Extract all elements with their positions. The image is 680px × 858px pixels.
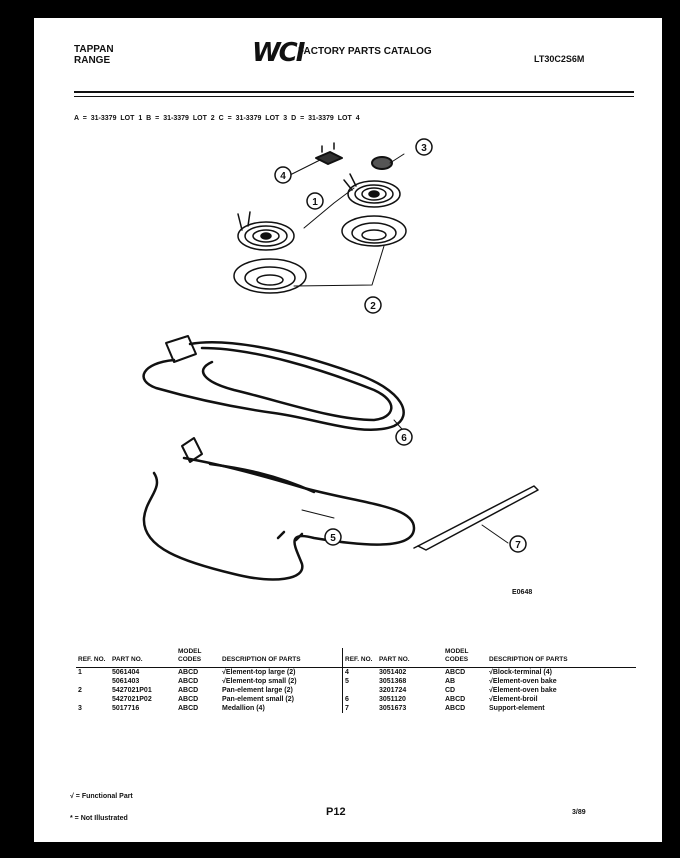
note-not-illustrated: * = Not Illustrated (70, 815, 128, 822)
medallion-drawing (371, 156, 393, 170)
left-ref-cell: 3 (78, 705, 82, 712)
header-description-right: DESCRIPTION OF PARTS (487, 648, 636, 668)
header-description: DESCRIPTION OF PARTS (220, 648, 343, 668)
revision-date: 3/89 (572, 809, 586, 816)
right-desc-cell: √Block-terminal (4) (489, 669, 552, 676)
callout-4: 4 (274, 166, 292, 184)
right-ref-cell: 6 (342, 695, 377, 704)
header-ref-no: REF. NO. (76, 648, 110, 668)
header-part-no-right: PART NO. (377, 648, 443, 668)
right-part-cell: 3051368 (379, 678, 407, 685)
right-ref-cell (342, 686, 377, 695)
left-desc-cell: √Element-top large (2) (222, 669, 296, 676)
right-codes-cell: ABCD (445, 696, 466, 703)
right-part-cell: 3051120 (379, 696, 406, 703)
callout-5-label: 5 (330, 533, 336, 544)
callout-3-label: 3 (421, 143, 427, 154)
table-row: 2 5427021P01 ABCD Pan-element large (2) 3201… (76, 686, 636, 695)
right-desc-cell: Support-element (489, 705, 545, 712)
left-ref-cell (76, 695, 110, 704)
right-ref-cell: 5 (342, 677, 377, 686)
right-codes-cell: ABCD (445, 669, 466, 676)
parts-table-header: REF. NO. PART NO. MODEL CODES DESCRIPTIO… (76, 648, 636, 668)
left-desc-cell: Pan-element small (2) (222, 696, 294, 703)
catalog-title: FACTORY PARTS CATALOG (298, 46, 432, 57)
header-model-codes: MODEL CODES (176, 648, 220, 668)
callout-3: 3 (415, 138, 433, 156)
drip-pan-right-drawing (341, 215, 407, 247)
element-top-large-drawing (237, 211, 295, 251)
callout-1-label: 1 (312, 197, 318, 208)
model-code-legend: A = 31-3379 LOT 1 B = 31-3379 LOT 2 C = … (74, 115, 360, 122)
callout-7: 7 (509, 535, 527, 553)
left-part-cell: 5427021P01 (112, 687, 152, 694)
brand-line-2: RANGE (74, 55, 111, 66)
model-number: LT30C2S6M (534, 54, 585, 64)
callout-2-bottom: 2 (364, 296, 382, 314)
left-ref-cell (76, 677, 110, 686)
left-part-cell: 5427021P02 (112, 696, 152, 703)
callout-1: 1 (306, 192, 324, 210)
right-ref-cell: 4 (342, 667, 377, 677)
notes: √ = Functional Part * = Not Illustrated (70, 786, 133, 830)
terminal-block-drawing (315, 142, 343, 165)
right-codes-cell: CD (445, 687, 456, 694)
left-desc-cell: Medallion (4) (222, 705, 265, 712)
right-part-cell: 3201724 (379, 687, 407, 694)
catalog-page: TAPPAN RANGE WCI FACTORY PARTS CATALOG L… (34, 18, 662, 842)
bake-element-drawing (142, 335, 405, 431)
right-part-cell: 3051673 (379, 705, 407, 712)
brand-label: TAPPAN RANGE (74, 44, 114, 66)
element-top-small-drawing (343, 173, 401, 208)
left-part-cell: 5061404 (112, 669, 140, 676)
figure-code: E0648 (512, 589, 533, 596)
note-functional-part: √ = Functional Part (70, 793, 133, 800)
drip-pan-left-drawing (233, 258, 307, 294)
left-codes-cell: ABCD (178, 678, 199, 685)
callout-7-label: 7 (515, 540, 521, 551)
callout-2-label: 2 (370, 301, 376, 312)
header-model-codes-right: MODEL CODES (443, 648, 487, 668)
wci-logo: WCI (252, 38, 305, 68)
left-codes-cell: ABCD (178, 705, 199, 712)
parts-table: REF. NO. PART NO. MODEL CODES DESCRIPTIO… (76, 648, 636, 713)
left-ref-cell: 2 (78, 687, 82, 694)
right-desc-cell: √Element-oven bake (489, 687, 557, 694)
left-codes-cell: ABCD (178, 696, 199, 703)
right-ref-cell: 7 (342, 704, 377, 713)
left-codes-cell: ABCD (178, 687, 199, 694)
right-desc-cell: √Element-oven bake (489, 678, 557, 685)
header-rule-thin (74, 96, 634, 97)
header-ref-no-right: REF. NO. (342, 648, 377, 668)
left-codes-cell: ABCD (178, 669, 199, 676)
brand-line-1: TAPPAN (74, 44, 114, 55)
support-element-drawing (413, 485, 539, 551)
left-part-cell: 5061403 (112, 678, 140, 685)
callout-4-label: 4 (280, 171, 286, 182)
callout-6: 6 (395, 428, 413, 446)
right-codes-cell: ABCD (445, 705, 466, 712)
left-ref-cell: 1 (78, 669, 82, 676)
header-rule (74, 91, 634, 93)
right-desc-cell: √Element-broil (489, 696, 538, 703)
left-desc-cell: Pan-element large (2) (222, 687, 293, 694)
broil-element-drawing (142, 437, 416, 581)
callout-6-label: 6 (401, 433, 407, 444)
left-desc-cell: √Element-top small (2) (222, 678, 297, 685)
right-part-cell: 3051402 (379, 669, 407, 676)
page-number: P12 (326, 806, 346, 818)
header-part-no: PART NO. (110, 648, 176, 668)
right-codes-cell: AB (445, 678, 456, 685)
callout-5: 5 (324, 528, 342, 546)
left-part-cell: 5017716 (112, 705, 140, 712)
exploded-parts-diagram: 1 2 3 4 5 6 7 (142, 138, 539, 581)
